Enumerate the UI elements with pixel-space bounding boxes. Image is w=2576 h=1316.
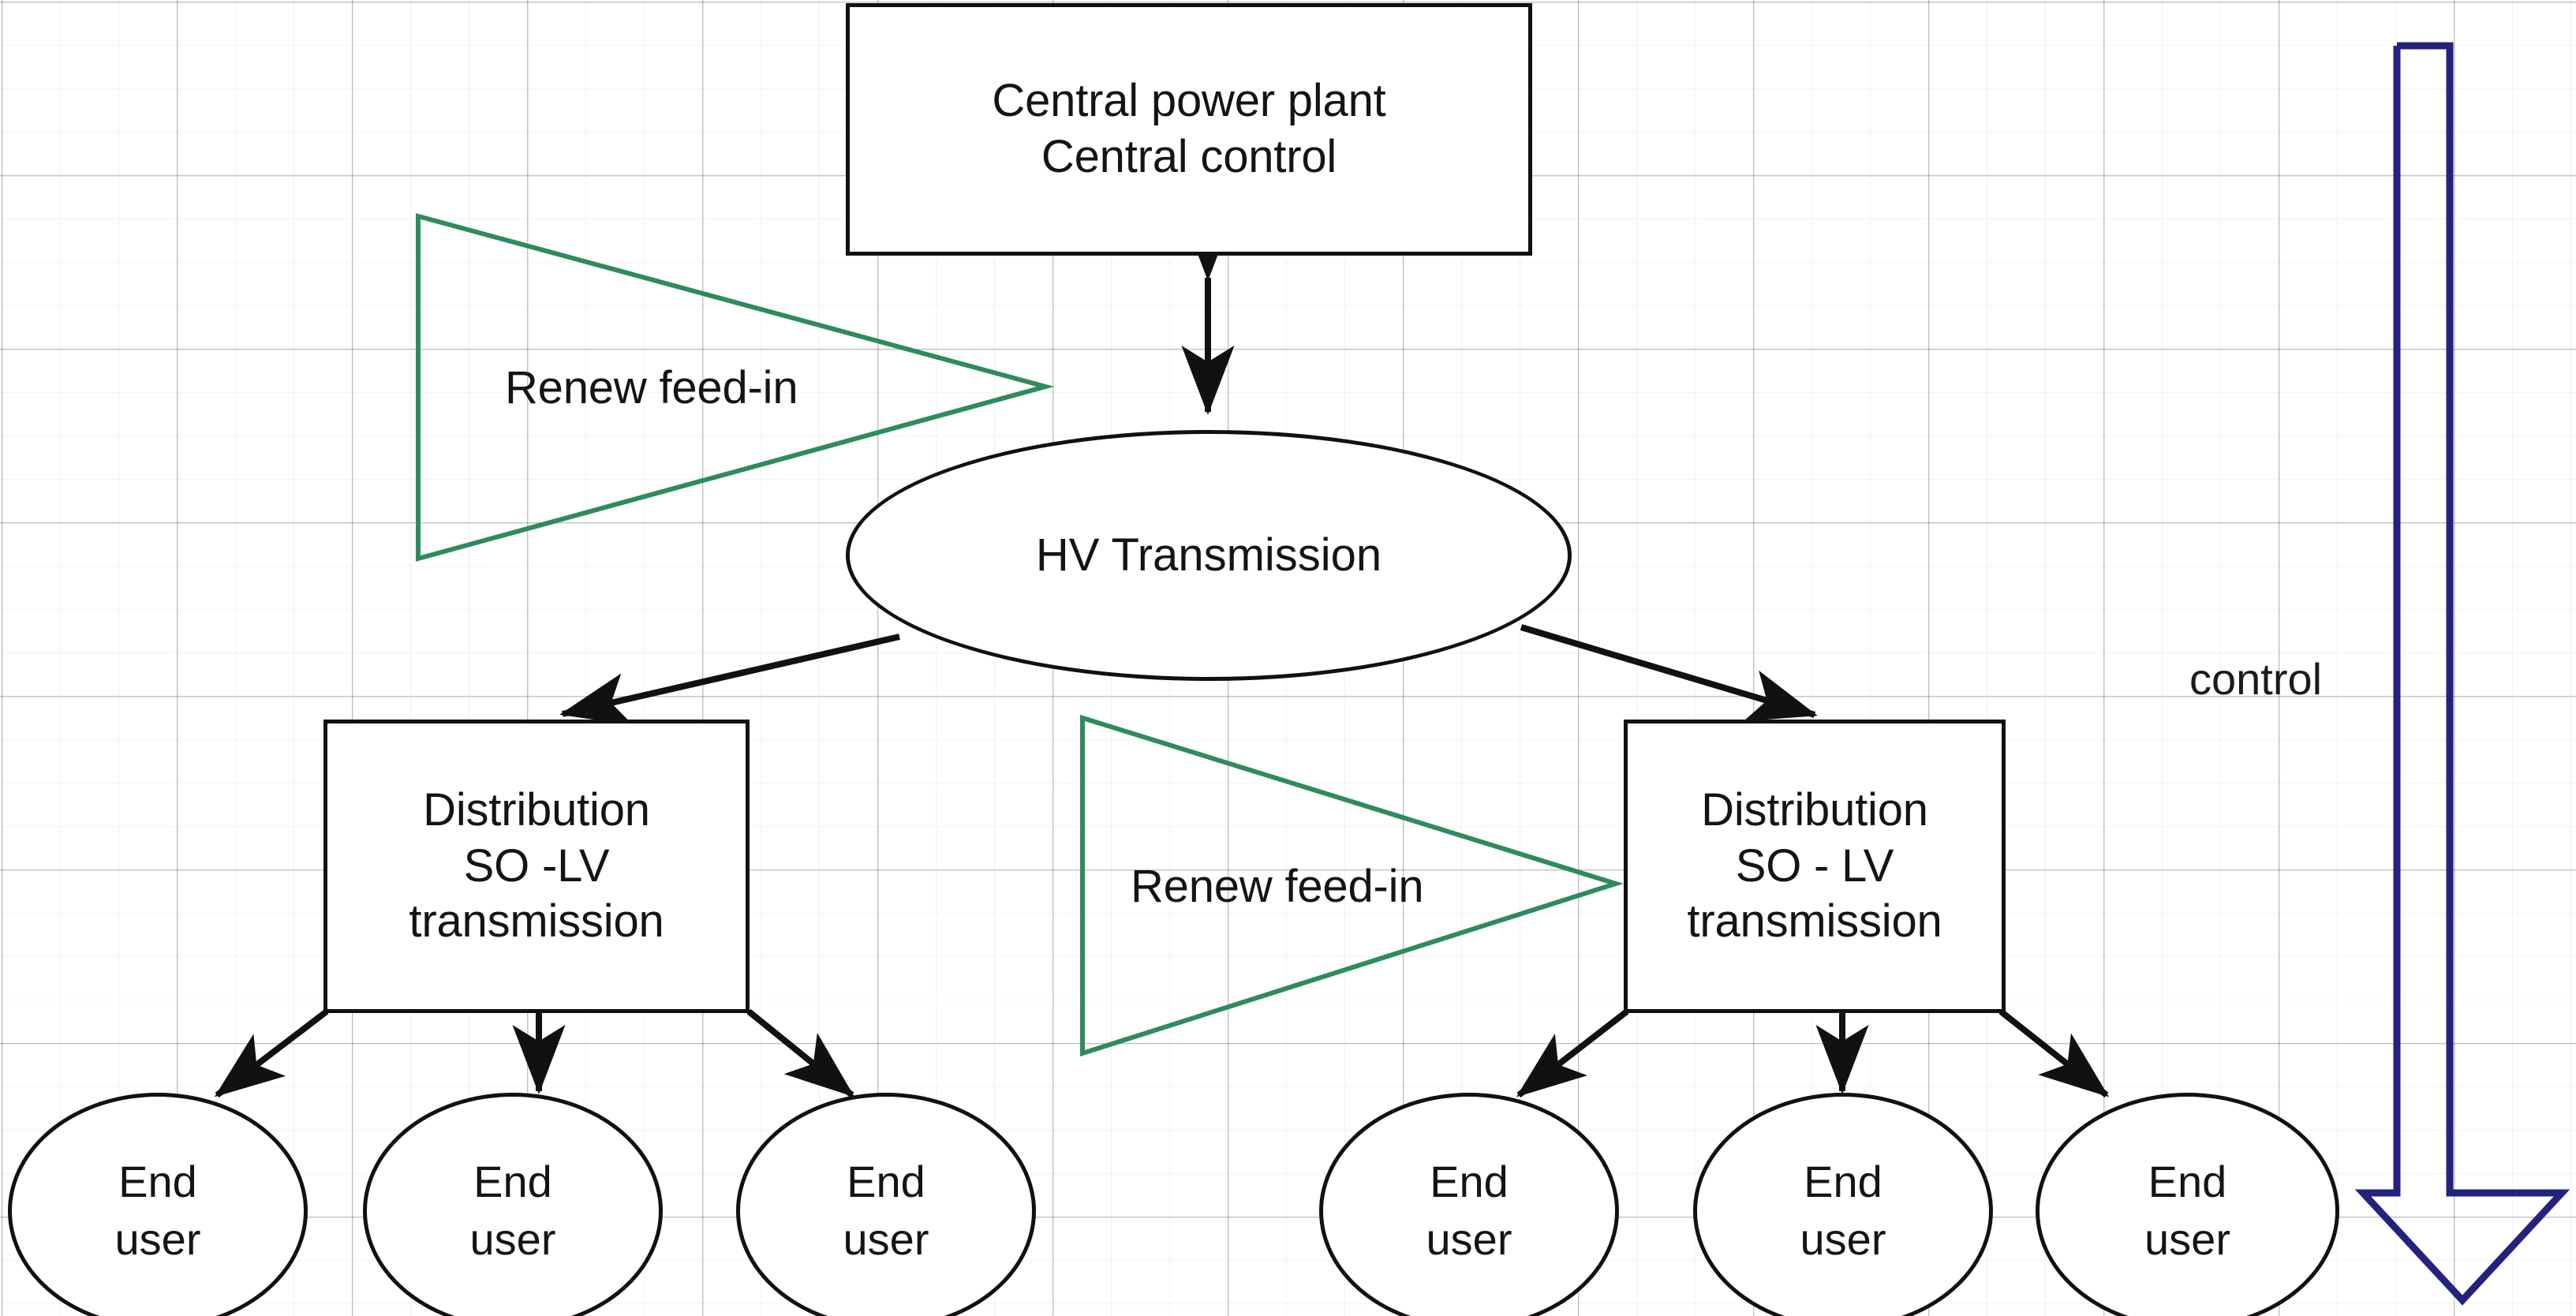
end-user-left-1-line2: user xyxy=(114,1214,201,1264)
edge-dist-right-user1 xyxy=(1516,1008,1629,1098)
end-user-right-2-line1: End xyxy=(1804,1157,1882,1207)
node-distribution-left[interactable]: Distribution SO -LV transmission xyxy=(323,720,750,1013)
end-user-right-3-line1: End xyxy=(2148,1157,2227,1207)
control-block-arrow xyxy=(2354,42,2570,1306)
node-end-user-left-1[interactable]: End user xyxy=(8,1093,308,1316)
distribution-right-line2: SO - LV xyxy=(1735,839,1894,892)
end-user-right-3-line2: user xyxy=(2144,1214,2230,1264)
node-central-power-plant[interactable]: Central power plant Central control xyxy=(846,3,1532,256)
distribution-left-line2: SO -LV xyxy=(463,839,610,892)
end-user-left-2-line1: End xyxy=(473,1157,552,1207)
edge-dist-left-user1 xyxy=(214,1008,329,1098)
control-label: control xyxy=(2189,654,2323,704)
edge-hv-dist-left xyxy=(559,634,900,725)
central-plant-line2: Central control xyxy=(1041,131,1337,182)
end-user-right-1-line2: user xyxy=(1426,1214,1512,1264)
edge-hv-dist-right xyxy=(1520,624,1818,722)
distribution-left-line3: transmission xyxy=(409,895,664,948)
central-plant-line1: Central power plant xyxy=(992,75,1386,127)
end-user-right-1-line1: End xyxy=(1430,1157,1509,1207)
renew-feed-in-mid-label: Renew feed-in xyxy=(1131,861,1424,912)
edge-dist-right-user3 xyxy=(1998,1008,2110,1098)
end-user-left-2-line2: user xyxy=(469,1214,556,1264)
node-end-user-right-1[interactable]: End user xyxy=(1319,1093,1619,1316)
node-end-user-left-3[interactable]: End user xyxy=(736,1093,1036,1316)
node-hv-transmission[interactable]: HV Transmission xyxy=(846,430,1572,681)
node-end-user-left-2[interactable]: End user xyxy=(363,1093,663,1316)
end-user-left-1-line1: End xyxy=(118,1157,197,1207)
edge-dist-left-user3 xyxy=(746,1008,855,1098)
end-user-left-3-line1: End xyxy=(847,1157,925,1207)
node-end-user-right-2[interactable]: End user xyxy=(1693,1093,1993,1316)
hv-transmission-label: HV Transmission xyxy=(1035,529,1382,581)
node-distribution-right[interactable]: Distribution SO - LV transmission xyxy=(1624,720,2006,1013)
distribution-right-line3: transmission xyxy=(1687,895,1942,948)
renew-feed-in-left-label: Renew feed-in xyxy=(505,362,798,413)
node-end-user-right-3[interactable]: End user xyxy=(2036,1093,2339,1316)
end-user-right-2-line2: user xyxy=(1800,1214,1886,1264)
end-user-left-3-line2: user xyxy=(843,1214,929,1264)
distribution-left-line1: Distribution xyxy=(423,783,650,836)
distribution-right-line1: Distribution xyxy=(1701,783,1928,836)
